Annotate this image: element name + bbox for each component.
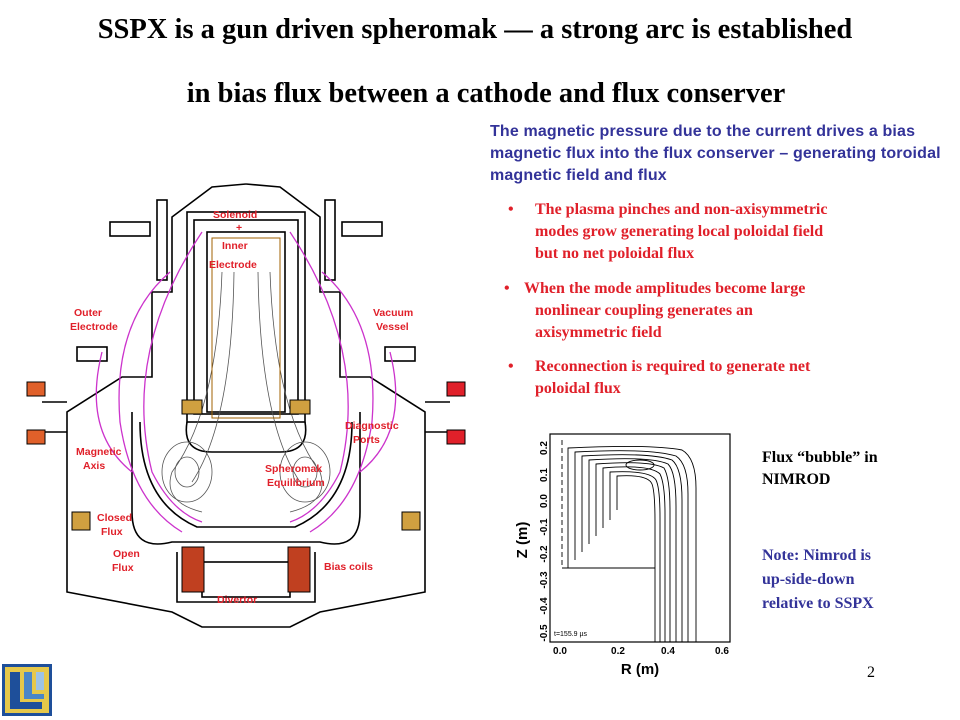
bullet-line: poloidal flux: [535, 380, 621, 397]
x-tick: 0.2: [611, 646, 625, 657]
label-vacuum: Vacuum: [373, 307, 413, 319]
label-diagnostic: Diagnostic: [345, 420, 399, 432]
label-solenoid: Solenoid: [213, 209, 257, 221]
x-axis-label: R (m): [621, 661, 659, 678]
label-bias-coils: Bias coils: [324, 561, 373, 573]
x-tick: 0.6: [715, 646, 729, 657]
label-electrode: Electrode: [209, 259, 257, 271]
bullet-line: nonlinear coupling generates an: [535, 302, 753, 319]
label-inner: Inner: [222, 240, 248, 252]
label-open-flux: Flux: [112, 562, 134, 574]
label-outer-electrode: Electrode: [70, 321, 118, 333]
label-vessel: Vessel: [376, 321, 409, 333]
label-open: Open: [113, 548, 140, 560]
y-tick: -0.3: [539, 571, 550, 589]
bullet-line: axisymmetric field: [535, 324, 662, 341]
bullet-line: When the mode amplitudes become large: [524, 280, 806, 297]
slide-title-line-1: SSPX is a gun driven spheromak — a stron…: [97, 14, 853, 45]
x-tick: 0.4: [661, 646, 675, 657]
label-closed: Closed: [97, 512, 132, 524]
note-line: up-side-down: [762, 571, 855, 588]
y-tick: 0.2: [539, 441, 550, 455]
y-tick: 0.0: [539, 494, 550, 508]
bullet-line: The plasma pinches and non-axisymmetric: [535, 201, 828, 218]
bullet-marker: •: [504, 280, 510, 297]
label-spheromak: Spheromak: [265, 463, 322, 475]
y-axis-label: Z (m): [514, 522, 531, 559]
page-number: 2: [867, 664, 875, 681]
bullet-line: but no net poloidal flux: [535, 245, 695, 262]
y-tick: -0.4: [539, 597, 550, 615]
x-tick: 0.0: [553, 646, 567, 657]
label-ports: Ports: [353, 434, 380, 446]
y-tick: 0.1: [539, 468, 550, 482]
llnl-logo-icon: [2, 664, 52, 716]
note-line: Note: Nimrod is: [762, 547, 872, 564]
flux-bubble-caption: Flux “bubble” in NIMROD: [762, 447, 878, 491]
nimrod-flux-plot: t=155.9 µs 0.2 0.1 0.0 -0.1 -0.2 -0.3 -0…: [514, 433, 731, 678]
label-axis: Axis: [83, 460, 105, 472]
note-line: relative to SSPX: [762, 595, 874, 612]
caption-line: NIMROD: [762, 471, 831, 488]
label-equilibrium: Equilibrium: [267, 477, 325, 489]
label-divertor: Divertor: [217, 594, 257, 606]
y-tick: -0.1: [539, 518, 550, 536]
label-magnetic: Magnetic: [76, 446, 122, 458]
y-tick: -0.5: [539, 624, 550, 642]
slide-title-line-2: in bias flux between a cathode and flux …: [186, 78, 786, 109]
caption-line: Flux “bubble” in: [762, 449, 878, 466]
sspx-cross-section-diagram: Solenoid + Inner Electrode Outer Electro…: [26, 183, 466, 628]
orientation-note: Note: Nimrod is up-side-down relative to…: [762, 544, 874, 616]
intro-paragraph: The magnetic pressure due to the current…: [490, 123, 941, 184]
bullet-marker: •: [508, 201, 514, 218]
label-plus: +: [236, 222, 242, 234]
label-outer: Outer: [74, 307, 102, 319]
bullet-line: modes grow generating local poloidal fie…: [535, 223, 824, 240]
bullet-marker: •: [508, 358, 514, 375]
label-closed-flux: Flux: [101, 526, 123, 538]
y-tick: -0.2: [539, 545, 550, 563]
plot-time-label: t=155.9 µs: [554, 631, 588, 638]
bullet-line: Reconnection is required to generate net: [535, 358, 811, 375]
